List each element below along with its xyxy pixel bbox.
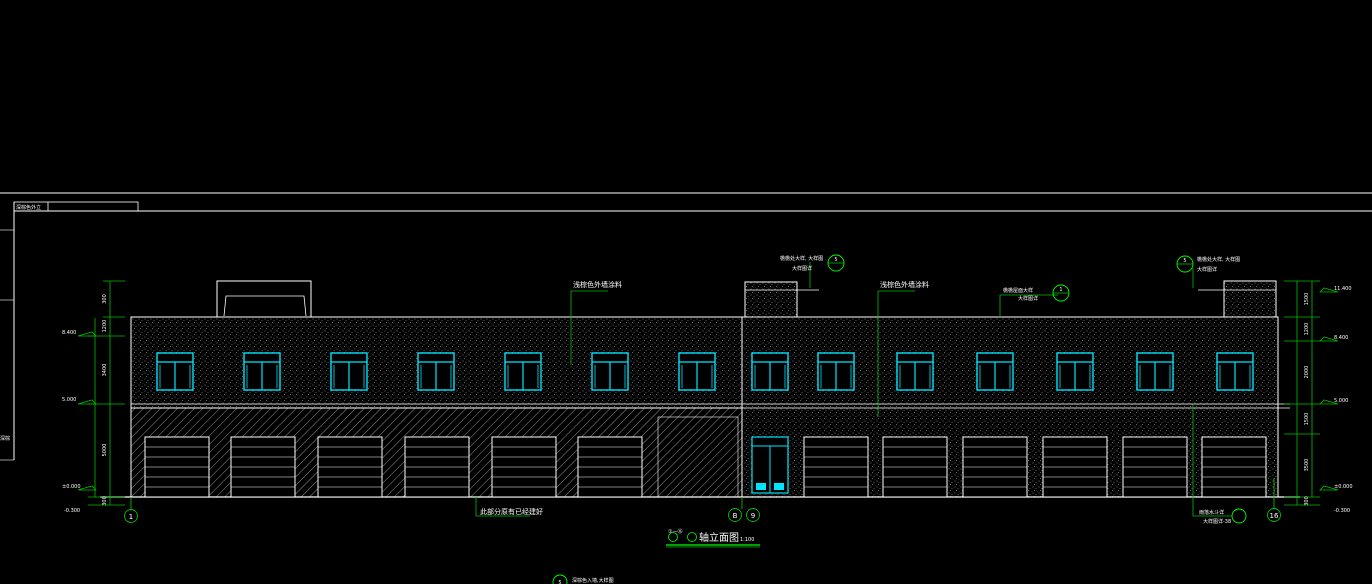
parapet-note-a: 檐檐处大样, 大样图 [780,255,823,262]
window [591,352,629,391]
window [817,352,855,391]
axis-bubble-icon [728,508,742,522]
drawing-title: ①—⑯ 轴立面图 1:100 [666,528,760,548]
frame-side-label: 深棕 [0,435,10,442]
axis-labels: 1 B 9 16 [129,512,1279,521]
garage-door [491,436,557,498]
dimension-label: 1200 [1304,323,1310,336]
right-dimension-labels: 1500 1200 2000 1500 3500 300 [1304,293,1310,506]
dimension-label: 1500 [1304,413,1310,426]
axis-bubble-icon [668,532,678,542]
left-dimensions [77,280,125,506]
elev-right-grade: -0.300 [1334,508,1350,514]
callout-cornice: 1 [1059,287,1062,293]
axis-bubble-icon [687,532,697,542]
window [1216,352,1254,391]
parapet-note-b-line2: 大样图详 [1197,266,1217,273]
wall-paint-right-label: 浅棕色外墙涂料 [880,280,929,289]
dimension-label: 300 [102,294,108,304]
window [896,352,934,391]
elev-right-ground: ±0.000 [1334,484,1353,490]
annotation-texts: 浅棕色外墙涂料 浅棕色外墙涂料 此部分原有已经建好 檐檐处大样, 大样图 大样图… [480,255,1240,525]
title-axis-range: ①—⑯ [668,528,682,535]
right-elevation-labels: 11.400 8.400 5.000 ±0.000 -0.300 [1334,286,1353,514]
callout-bottom: 5 [558,580,561,584]
callout-circle-icon [552,574,568,584]
left-dimension-labels: 300 1200 3400 5000 300 [102,294,108,506]
window [156,352,194,391]
right-dimensions [1284,280,1339,506]
elev-right-top: 11.400 [1334,286,1352,292]
annotations [475,262,1232,517]
drawing-frame: 深棕色外立 深棕 [0,192,1372,461]
garage-door [803,436,869,498]
elev-left-ground: ±0.000 [62,484,81,490]
dimension-label: 1500 [1304,293,1310,306]
garage-door [1042,436,1108,498]
bottom-note: 深棕色入墙,大样图 [572,577,614,584]
garage-door [1122,436,1188,498]
left-elevation-labels: 8.400 5.000 ±0.000 -0.300 [62,330,81,514]
elev-right-roof: 8.400 [1334,335,1348,341]
callout-parapet-b: 5 [1183,258,1186,264]
dimension-label: 5000 [102,444,108,457]
garage-door-row [144,436,1267,498]
elev-left-roof: 8.400 [62,330,76,336]
axis-1: 1 [129,513,133,521]
wall-paint-left-label: 浅棕色外墙涂料 [573,280,622,289]
existing-part-label: 此部分原有已经建好 [480,507,543,516]
window [678,352,716,391]
entrance-door [751,436,789,494]
axis-16: 16 [1270,512,1279,520]
elev-right-floor2: 5.000 [1334,398,1348,404]
dimension-label: 3500 [1304,459,1310,472]
callout-circle-icon [1231,508,1247,524]
garage-door [144,436,210,498]
downpipe-note: 雨落水斗详 [1199,509,1224,516]
drawing-title-text: 轴立面图 [699,531,739,544]
garage-door [577,436,643,498]
garage-door [1201,436,1267,498]
elev-left-grade: -0.300 [64,508,80,514]
window [1136,352,1174,391]
dimension-label: 2000 [1304,366,1310,379]
title-block-label: 深棕色外立 [16,204,41,211]
dimension-label: 300 [1304,496,1310,506]
garage-door [230,436,296,498]
parapet-note-a-line2: 大样图详 [792,265,812,272]
window [330,352,368,391]
garage-door [404,436,470,498]
drawing-scale: 1:100 [740,537,754,543]
axis-bubbles [124,478,1281,523]
window [751,352,789,391]
axis-bubble-icon [1267,508,1281,522]
axis-bubble-icon [746,508,760,522]
window-row [156,352,1254,391]
window [976,352,1014,391]
garage-door [962,436,1028,498]
axis-b: B [733,512,738,520]
downpipe-note-line2: 大样图详-38 [1203,518,1231,525]
window [243,352,281,391]
window [1056,352,1094,391]
axis-bubble-icon [124,509,138,523]
dimension-label: 1200 [102,320,108,333]
window [417,352,455,391]
parapet-note-b: 檐檐处大样, 大样图 [1197,256,1240,263]
axis-9: 9 [751,512,755,520]
window [504,352,542,391]
callouts: 5 5 1 5 深棕色入墙,大样图 [552,254,1247,584]
cornice-note-line2: 大样图详 [1018,295,1038,302]
callout-parapet-a: 5 [834,257,837,263]
dimension-label: 3400 [102,364,108,377]
dimension-label: 300 [102,496,108,506]
garage-door [317,436,383,498]
cornice-note: 檐檐屋面大样 [1003,287,1033,294]
elev-left-floor2: 5.000 [62,397,76,403]
garage-door [882,436,948,498]
roof-fixtures [216,280,1277,318]
